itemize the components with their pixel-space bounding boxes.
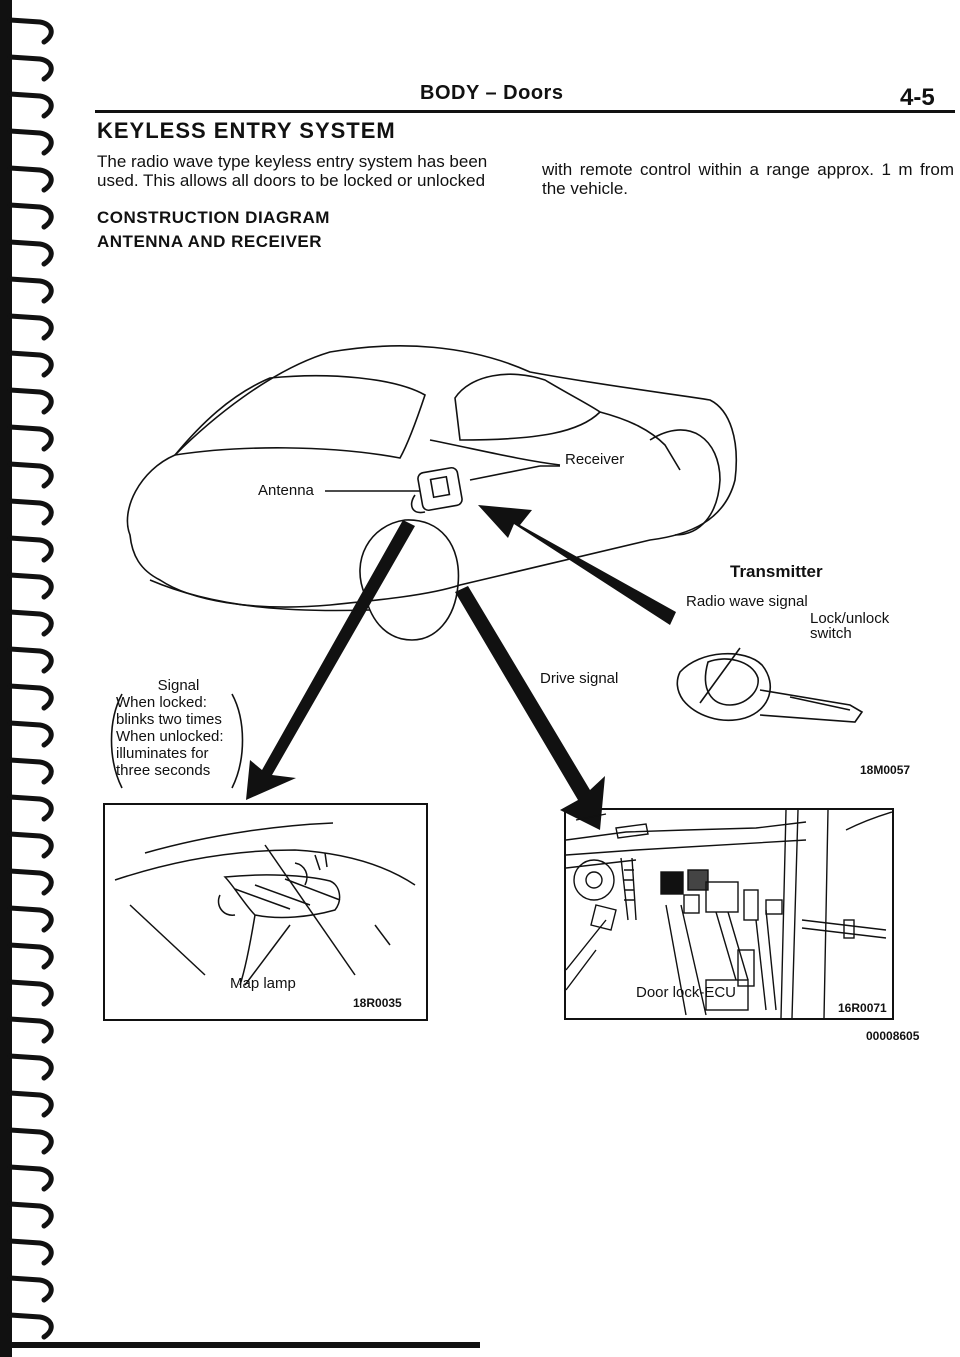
door-lock-ecu-inset: Door lock-ECU 16R0071: [564, 808, 894, 1020]
intro-text-left: The radio wave type keyless entry system…: [97, 152, 488, 190]
transmitter-label: Transmitter: [730, 562, 823, 581]
receiver-label: Receiver: [565, 451, 625, 468]
antenna-receiver-heading: ANTENNA AND RECEIVER: [97, 232, 323, 251]
map-lamp-label: Map lamp: [230, 975, 296, 992]
bottom-rule: [0, 1342, 480, 1348]
map-lamp-illustration: [114, 822, 416, 986]
signal-note-line: blinks two times: [116, 711, 222, 728]
switch-label: switch: [810, 625, 852, 642]
page-number: 4-5: [900, 84, 935, 111]
header-rule: [95, 110, 955, 113]
page-header-title: BODY – Doors: [420, 82, 564, 104]
radio-wave-signal-label: Radio wave signal: [686, 593, 808, 610]
binding-strip: [0, 0, 54, 1357]
construction-diagram-heading: CONSTRUCTION DIAGRAM: [97, 208, 330, 227]
diagram-figure-code: 18M0057: [860, 763, 911, 777]
drive-signal-label: Drive signal: [540, 670, 619, 687]
intro-text-right: with remote control within a range appro…: [542, 160, 954, 198]
signal-note-line: When unlocked:: [116, 728, 224, 745]
door-lock-ecu-label: Door lock-ECU: [636, 984, 737, 1001]
footer-figure-code: 00008605: [866, 1029, 920, 1043]
lock-unlock-label: Lock/unlock: [810, 610, 890, 627]
antenna-label: Antenna: [258, 482, 314, 499]
door-lock-ecu-illustration: [565, 809, 893, 1019]
signal-note-line: three seconds: [116, 762, 211, 779]
map-lamp-code: 18R0035: [353, 996, 402, 1010]
section-title: KEYLESS ENTRY SYSTEM: [97, 118, 396, 143]
map-lamp-inset: Map lamp 18R0035: [103, 803, 428, 1021]
signal-note: Signal When locked: blinks two times Whe…: [106, 677, 241, 779]
signal-note-title: Signal: [157, 677, 200, 694]
door-lock-ecu-code: 16R0071: [836, 1001, 889, 1015]
signal-note-line: illuminates for: [116, 745, 209, 762]
signal-note-line: When locked:: [116, 694, 207, 711]
